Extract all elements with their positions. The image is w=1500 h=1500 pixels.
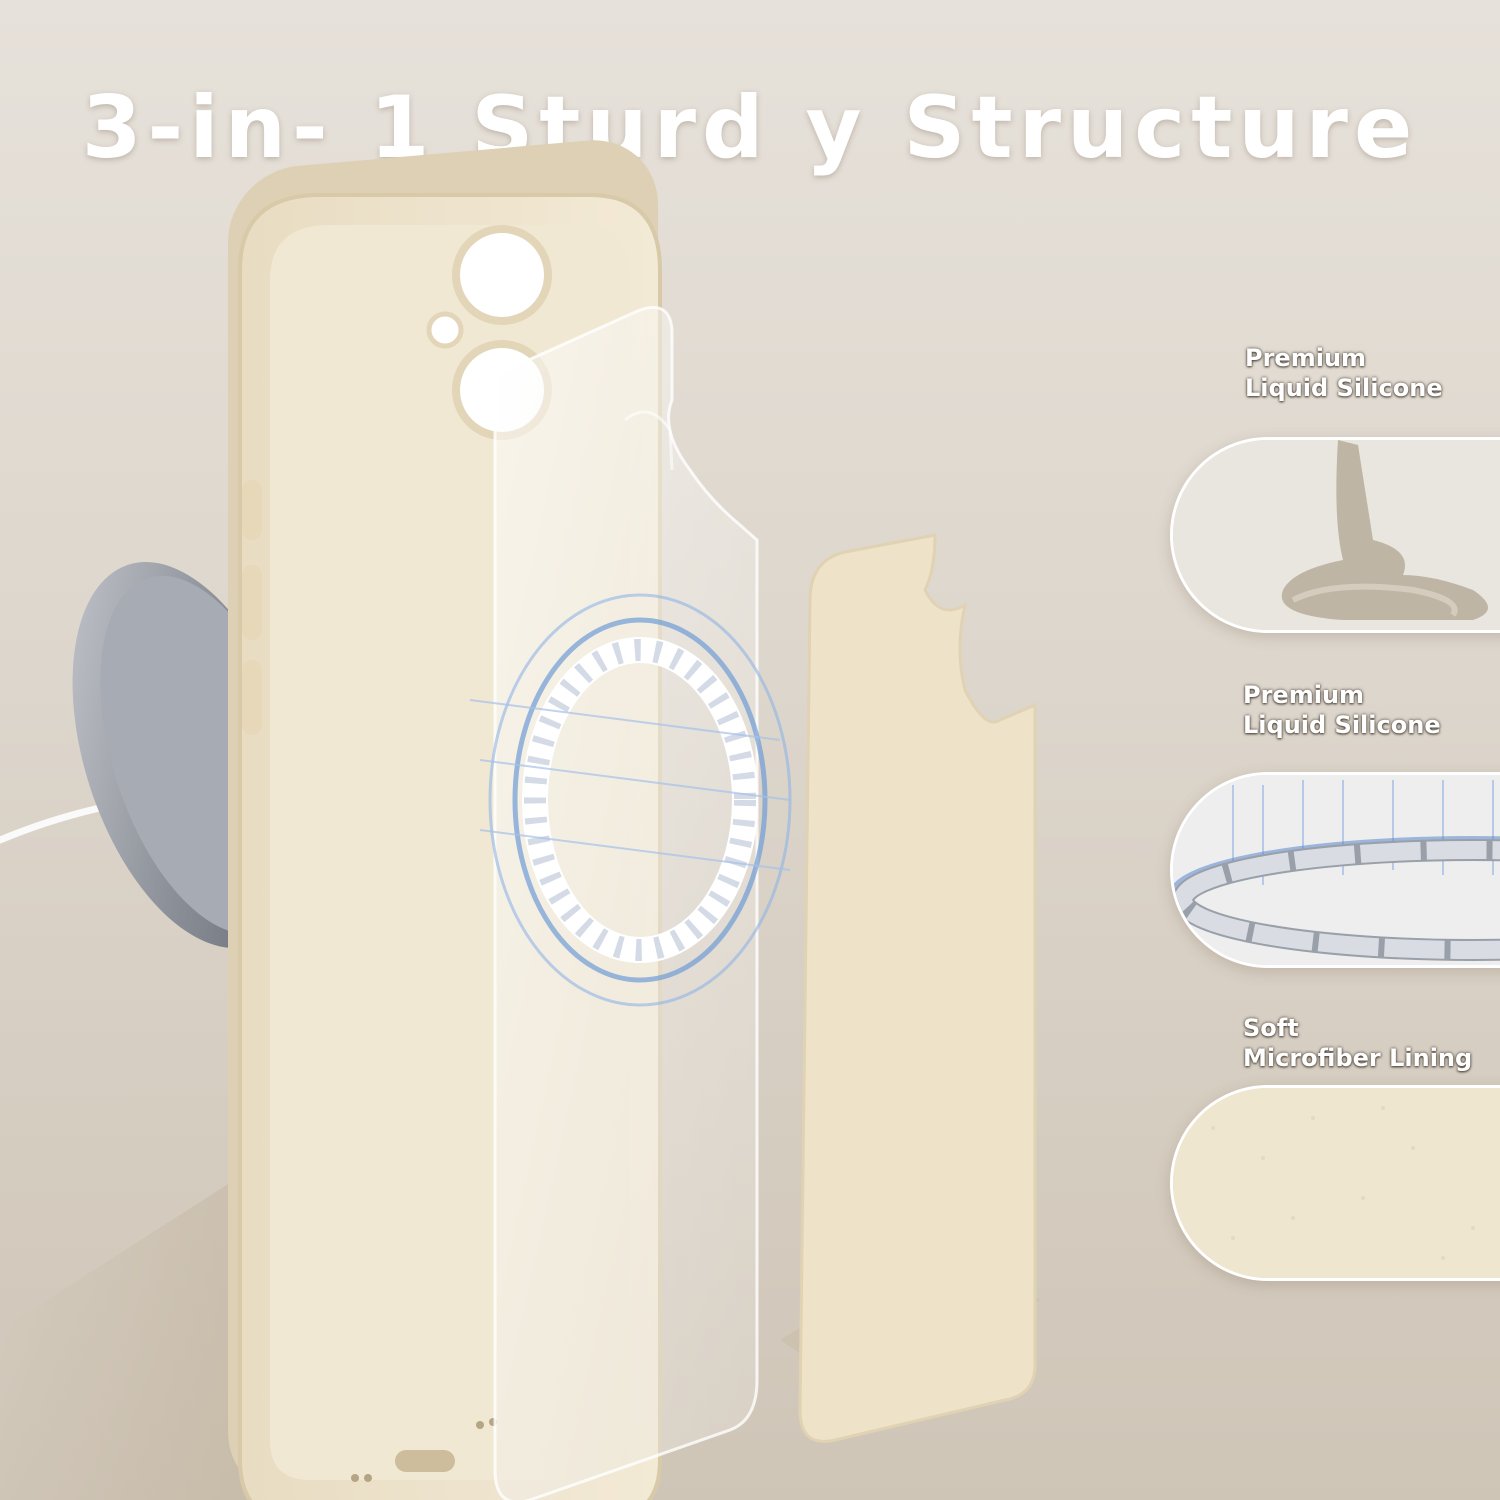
flash-cutout [426, 311, 464, 349]
feature-1-label: Premium Liquid Silicone [1245, 343, 1443, 403]
charging-port-cutout [395, 1450, 455, 1472]
magnetic-ring [469, 593, 792, 1007]
feature-3-card [1170, 1085, 1500, 1281]
feature-1-line2: Liquid Silicone [1245, 374, 1443, 402]
side-button-3 [242, 660, 262, 735]
side-button-2 [242, 565, 262, 640]
feature-1-card [1170, 437, 1500, 633]
feature-2-line1: Premium [1243, 681, 1365, 709]
feature-2-label: Premium Liquid Silicone [1243, 680, 1441, 740]
side-button-1 [242, 480, 262, 540]
feature-2-line2: Liquid Silicone [1243, 711, 1441, 739]
headline: 3-in- 1 Sturd y Structure [81, 78, 1419, 178]
microfiber-texture-icon [1173, 1088, 1500, 1278]
silicone-swirl-icon [1173, 440, 1500, 630]
feature-2-card [1170, 772, 1500, 968]
feature-3-line2: Microfiber Lining [1243, 1044, 1473, 1072]
feature-3-line1: Soft [1243, 1014, 1299, 1042]
feature-1-line1: Premium [1245, 344, 1367, 372]
camera-cutout-top [452, 225, 552, 325]
feature-3-label: Soft Microfiber Lining [1243, 1013, 1472, 1073]
transparent-middle-layer [493, 306, 759, 1500]
magnet-ring-icon [1173, 775, 1500, 965]
microfiber-lining-sheet [798, 533, 1037, 1443]
